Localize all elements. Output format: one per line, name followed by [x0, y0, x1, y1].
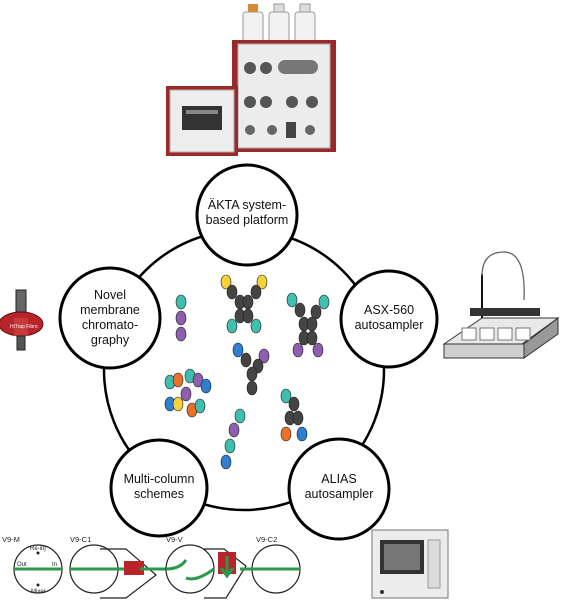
node-asx-label-line1: ASX-560	[363, 303, 415, 317]
node-membrane-label-line3: chromato-	[81, 318, 139, 332]
alias-autosampler-image	[371, 529, 449, 599]
node-multicolumn	[109, 438, 209, 538]
scheme-v9c1-label: V9-C1	[70, 535, 91, 544]
node-membrane-label-line1: Novel	[94, 288, 126, 302]
membrane-device-text: HiTrap Fibro	[10, 324, 38, 330]
antibody-left-fragment	[175, 294, 187, 342]
antibody-illustrations	[164, 274, 330, 470]
node-alias-label-line2: autosampler	[304, 487, 374, 501]
antibody-center	[232, 342, 270, 396]
scheme-v9v-label: V9-V	[166, 535, 183, 544]
antibody-top	[220, 274, 268, 334]
node-membrane	[58, 266, 162, 370]
node-multicolumn-label-line1: Multi-column	[123, 472, 195, 486]
node-multicolumn-label: Multi-column schemes	[117, 472, 201, 502]
node-alias	[287, 437, 391, 541]
akta-instrument-image	[166, 3, 336, 156]
scheme-v9m-label: V9-M	[2, 535, 20, 544]
antibody-lower-right	[280, 388, 308, 442]
node-alias-label-line1: ALIAS	[321, 472, 357, 486]
node-membrane-label-line4: graphy	[90, 333, 130, 347]
node-alias-label: ALIAS autosampler	[299, 472, 379, 502]
antibody-lower-chain	[220, 408, 246, 470]
scheme-v9c2-label: V9-C2	[256, 535, 277, 544]
membrane-device-image: HiTrap Fibro	[0, 289, 44, 351]
node-asx-label: ASX-560 autosampler	[349, 303, 429, 333]
multicolumn-schemes-diagrams: V9-M Re-inj Out In Mixer V9-C1 V9-V V9-C…	[2, 535, 301, 599]
node-akta	[195, 163, 299, 267]
node-akta-label: ÄKTA system- based platform	[205, 198, 289, 228]
node-asx	[339, 269, 439, 369]
scheme-out-label: Out	[17, 562, 27, 568]
node-akta-label-line2: based platform	[205, 213, 289, 227]
fab-fragments	[164, 368, 212, 418]
node-membrane-label-line2: membrane	[80, 303, 140, 317]
scheme-reinj-label: Re-inj	[30, 546, 46, 552]
node-membrane-label: Novel membrane chromato- graphy	[70, 288, 150, 348]
node-akta-label-line1: ÄKTA system-	[207, 198, 287, 212]
node-asx-label-line2: autosampler	[354, 318, 424, 332]
scheme-in-label: In	[52, 562, 57, 568]
antibody-right	[286, 292, 330, 358]
scheme-mixer-label: Mixer	[31, 589, 46, 595]
asx-autosampler-image	[442, 251, 560, 359]
node-multicolumn-label-line2: schemes	[133, 487, 185, 501]
